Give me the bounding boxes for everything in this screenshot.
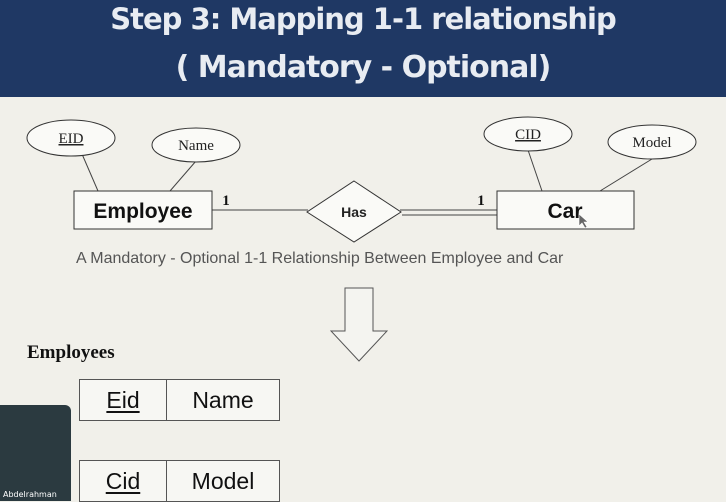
employees-attr-label: Name: [192, 386, 254, 413]
cardinality-left: 1: [222, 193, 230, 209]
cardinality-right: 1: [477, 193, 485, 209]
car-pk-cell: Cid: [80, 461, 167, 501]
name-connector: [169, 160, 197, 192]
down-arrow-icon: [330, 287, 388, 362]
model-connector: [599, 158, 653, 192]
cid-connector: [527, 149, 543, 192]
car-entity: [496, 190, 635, 230]
car-table: Cid Model: [79, 460, 280, 502]
eid-connector: [81, 153, 99, 192]
employee-entity-label: Employee: [93, 200, 192, 223]
car-entity-label: Car: [547, 200, 582, 223]
title-bar: Step 3: Mapping 1-1 relationship ( Manda…: [0, 0, 726, 97]
cid-attribute: [483, 116, 573, 152]
eid-attribute-label: EID: [59, 131, 84, 147]
participant-video-tile[interactable]: Abdelrahman: [0, 405, 71, 501]
name-attribute-label: Name: [178, 138, 214, 154]
name-attribute: [151, 127, 241, 163]
slide-title-line2: ( Mandatory - Optional): [175, 50, 552, 85]
eid-attribute: [26, 119, 116, 157]
participant-name: Abdelrahman: [3, 490, 57, 499]
employees-heading: Employees: [27, 342, 115, 363]
cid-attribute-label: CID: [515, 127, 541, 143]
slide-title-line1: Step 3: Mapping 1-1 relationship: [110, 2, 616, 36]
car-attr-cell: Model: [167, 461, 279, 501]
model-attribute: [607, 124, 697, 160]
employees-pk-cell: Eid: [80, 380, 167, 420]
has-relationship: [306, 180, 402, 243]
model-attribute-label: Model: [632, 135, 671, 151]
diagram-caption: A Mandatory - Optional 1-1 Relationship …: [76, 250, 564, 267]
employees-attr-cell: Name: [167, 380, 279, 420]
car-attr-label: Model: [191, 467, 255, 494]
employees-table: Eid Name: [79, 379, 280, 421]
has-relationship-label: Has: [341, 204, 367, 220]
employee-entity: [73, 190, 213, 230]
car-pk-label: Cid: [105, 467, 141, 494]
er-diagram: EID Name CID Model Employee Car Has 1 1: [26, 116, 697, 243]
mouse-cursor-icon: [578, 213, 589, 229]
employees-pk-label: Eid: [106, 386, 140, 413]
